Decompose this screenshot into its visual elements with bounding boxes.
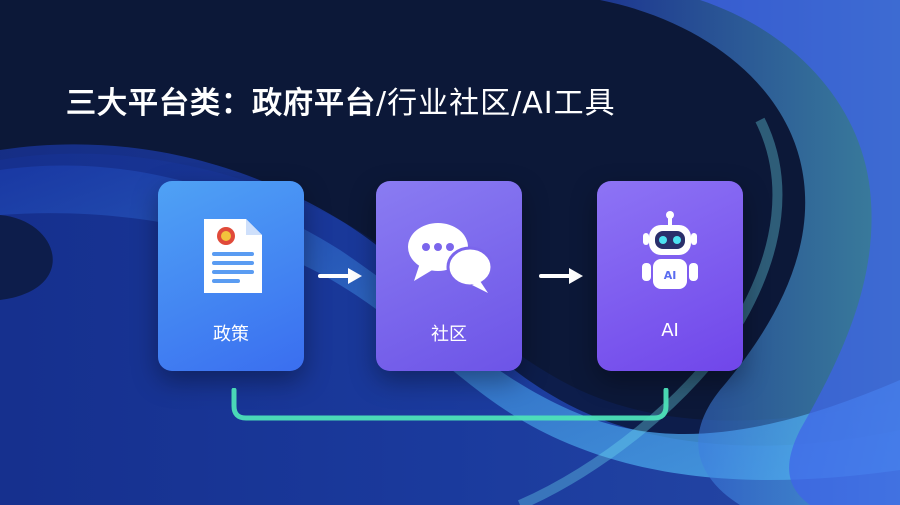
robot-badge: AI [664,269,677,282]
arrow-policy-to-community [318,268,362,284]
chat-bubbles-icon [408,223,494,293]
policy-label: 政策 [213,324,249,345]
arrow-community-to-ai [539,268,583,284]
community-label: 社区 [431,324,467,345]
title-rest: /行业社区/AI工具 [376,86,616,121]
ai-label: AI [661,320,679,341]
connector-bracket [231,388,669,421]
community-card: 社区 [376,181,522,371]
ai-card: AI AI [597,181,743,371]
policy-card: 政策 [158,181,304,371]
policy-document-icon [204,219,262,293]
slide-title: 三大平台类：政府平台/行业社区/AI工具 [66,78,616,122]
title-lead: 三大平台类：政府平台 [66,86,376,121]
robot-icon: AI [642,211,698,289]
